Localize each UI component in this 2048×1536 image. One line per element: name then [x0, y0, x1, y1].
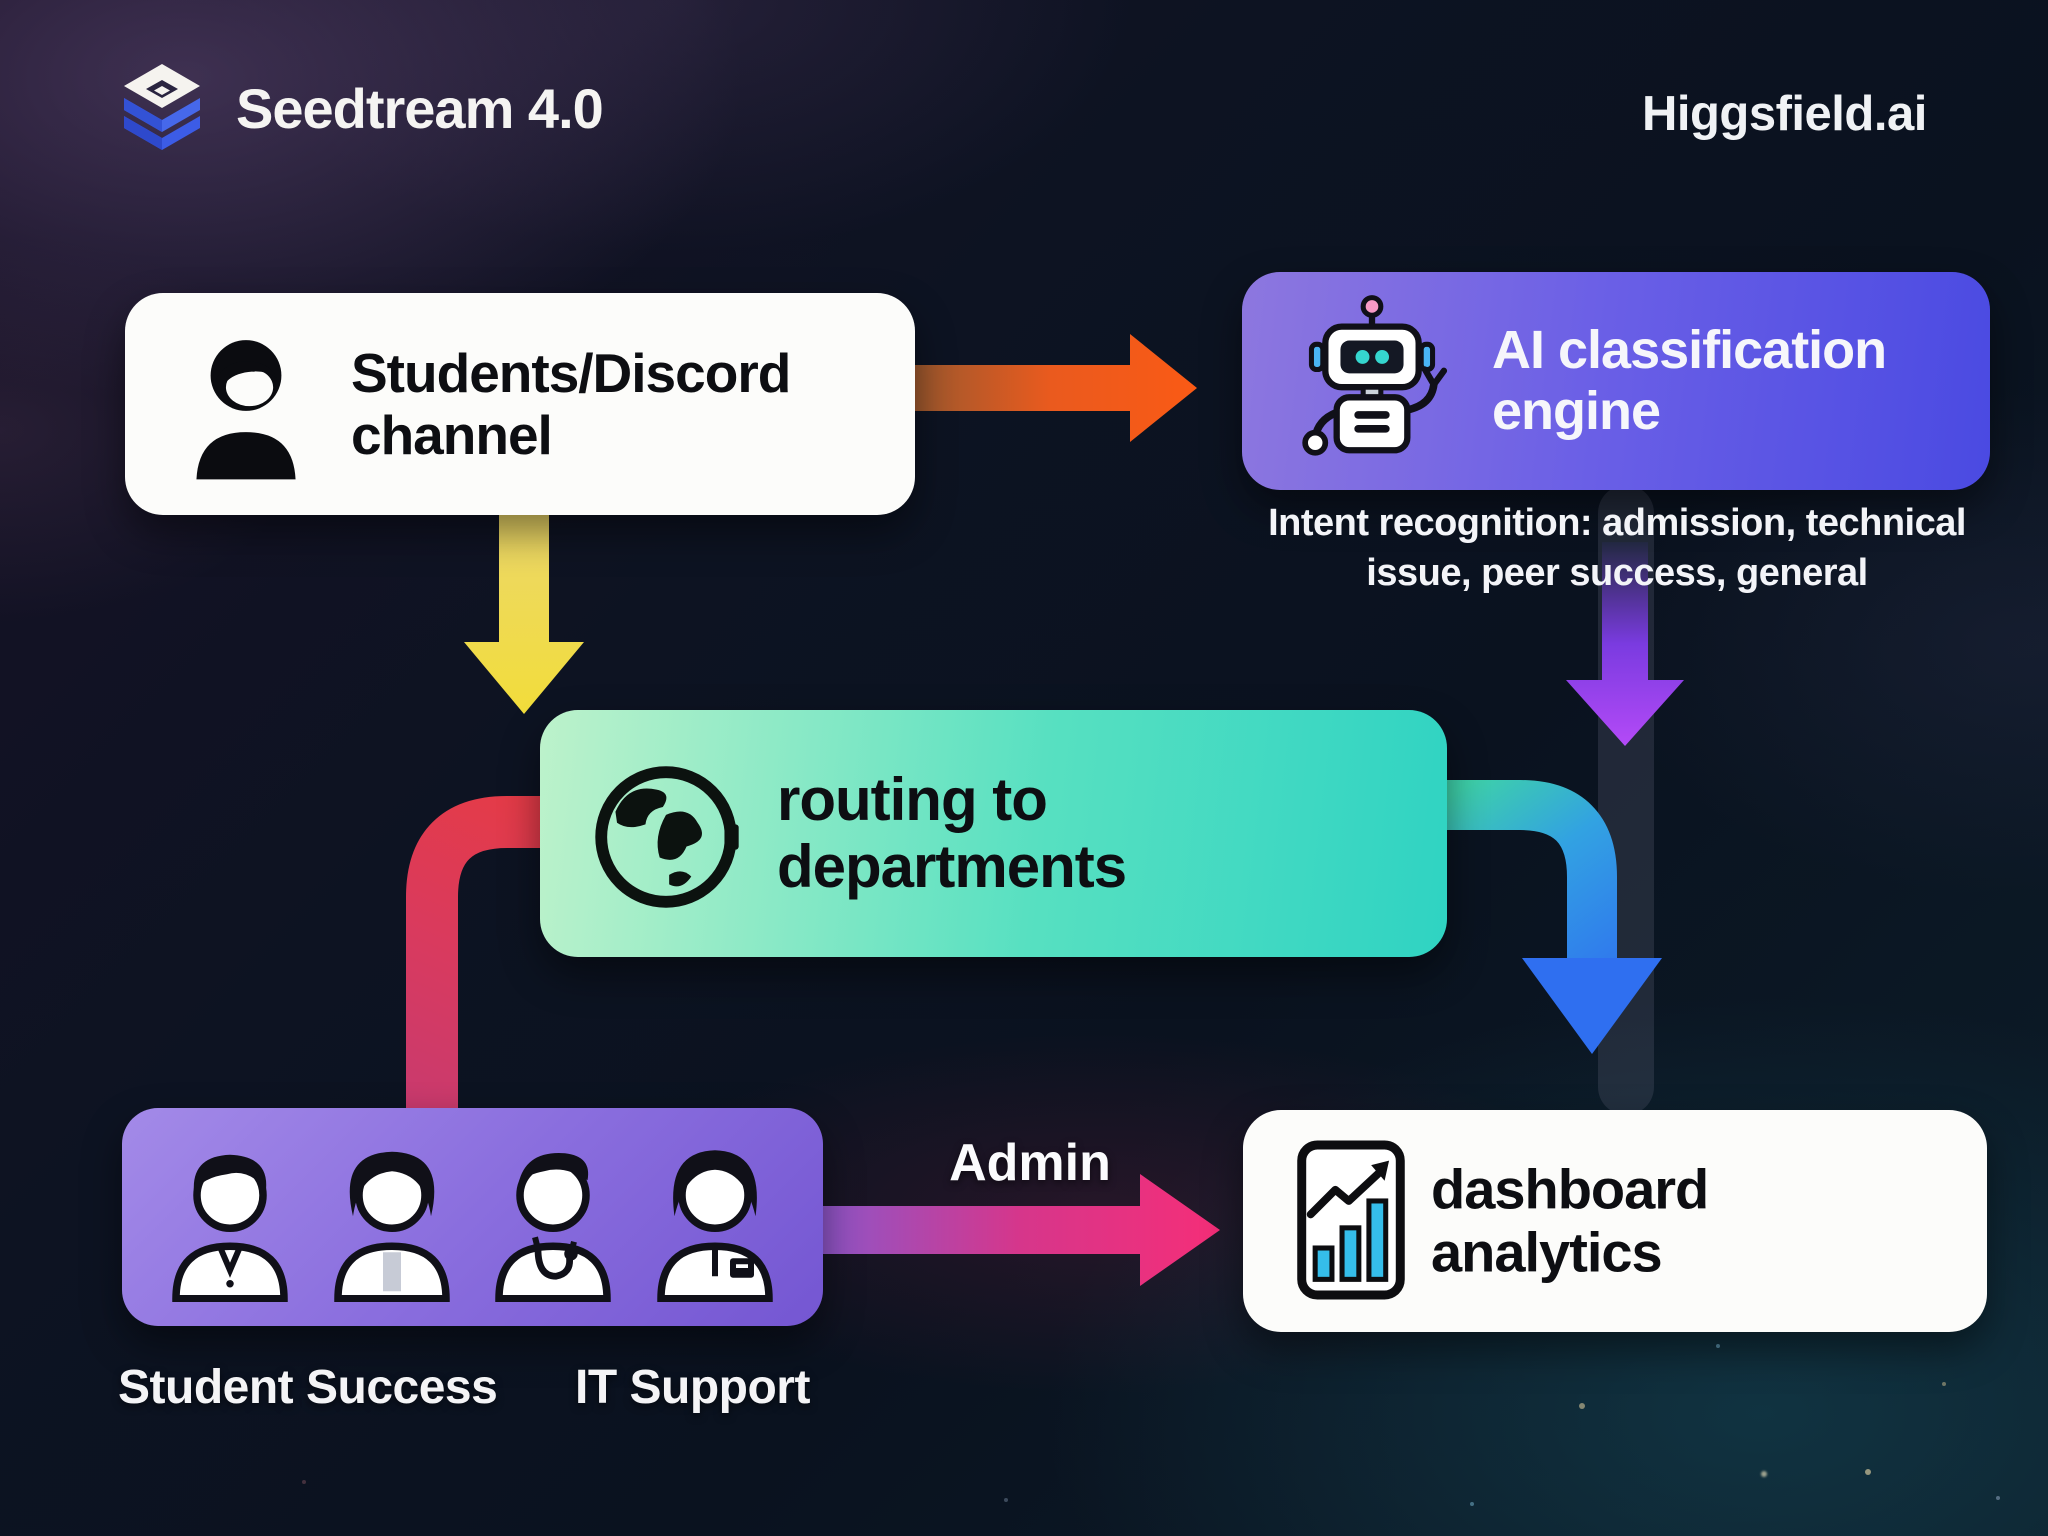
routing-label: routing to departments: [777, 765, 1127, 902]
bar-chart-icon: [1297, 1140, 1405, 1300]
arrow-students-to-routing: [464, 512, 584, 714]
intent-note: Intent recognition: admission, technical…: [1237, 498, 1997, 598]
logo-lockup: Seedtream 4.0: [112, 58, 604, 158]
connector-routing-to-departments: [406, 796, 563, 1116]
male-agent-icon: [172, 1154, 289, 1302]
ai-engine-label-line2: engine: [1492, 381, 1661, 441]
person-icon: [196, 340, 296, 480]
brand-title: Higgsfield.ai: [1642, 87, 1927, 141]
female-agent-icon: [334, 1151, 450, 1302]
node-dashboard: dashboard analytics: [1243, 1110, 1987, 1332]
ai-engine-label: AI classification engine: [1492, 319, 1887, 442]
label-it-support: IT Support: [575, 1361, 810, 1414]
arrow-ai-to-routing: [1566, 542, 1684, 746]
doctor-agent-icon: [495, 1153, 611, 1302]
background-speckles: [0, 0, 4, 4]
dashboard-label: dashboard analytics: [1431, 1157, 1709, 1285]
students-label: Students/Discord channel: [351, 341, 791, 466]
routing-label-line2: departments: [777, 833, 1127, 901]
node-ai-engine: AI classification engine: [1242, 272, 1990, 490]
routing-label-line1: routing to: [777, 765, 1048, 833]
arrow-students-to-ai: [905, 334, 1197, 442]
dashboard-label-line1: dashboard: [1431, 1157, 1709, 1221]
arrow-routing-to-dashboard: [1438, 780, 1662, 1054]
app-title: Seedtream 4.0: [236, 76, 604, 140]
students-label-line2: channel: [351, 404, 553, 466]
layers-logo-icon: [124, 64, 200, 150]
students-label-line1: Students/Discord: [351, 341, 791, 404]
node-departments: [122, 1108, 823, 1326]
dashboard-label-line2: analytics: [1431, 1221, 1663, 1284]
arrow-departments-to-dashboard: [820, 1174, 1220, 1286]
ai-engine-label-line1: AI classification: [1492, 319, 1887, 380]
globe-icon: [595, 766, 739, 908]
intent-note-line1: Intent recognition: admission, technical: [1268, 502, 1966, 544]
node-routing: routing to departments: [540, 710, 1447, 957]
professional-agent-icon: [656, 1150, 773, 1302]
label-student-success: Student Success: [118, 1361, 498, 1414]
robot-icon: [1302, 295, 1448, 456]
label-admin: Admin: [949, 1134, 1111, 1192]
node-students: Students/Discord channel: [125, 293, 915, 515]
intent-note-line2: issue, peer success, general: [1366, 552, 1868, 595]
